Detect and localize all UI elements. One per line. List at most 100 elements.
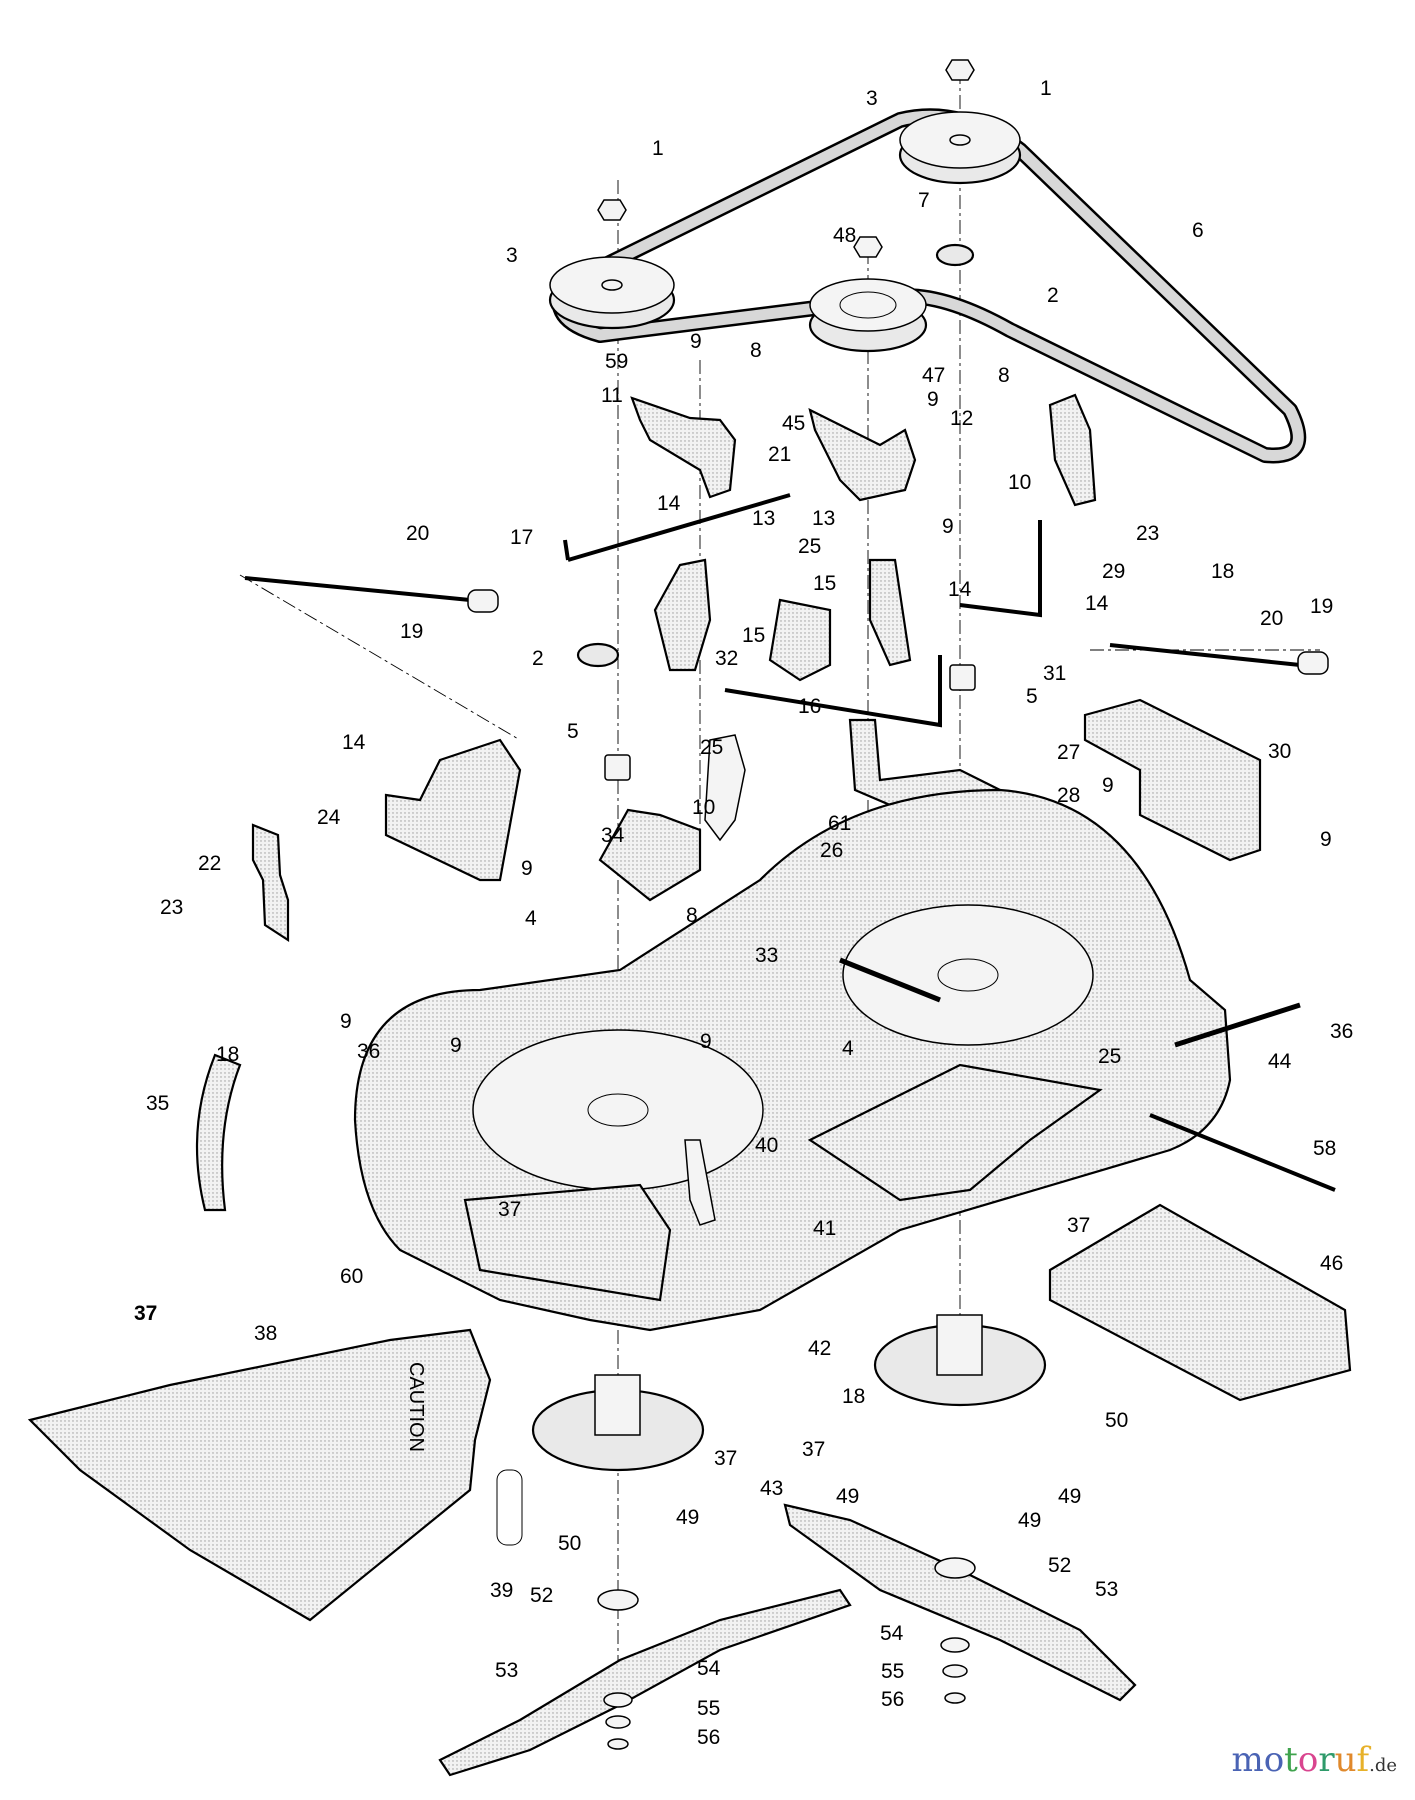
watermark-logo: motoruf.de — [1231, 1740, 1397, 1780]
part-callout-9: 9 — [690, 330, 702, 353]
arm-26 — [704, 734, 746, 842]
part-callout-14: 14 — [657, 492, 681, 515]
part-callout-49: 49 — [836, 1485, 859, 1508]
part-callout-14: 14 — [948, 578, 972, 601]
bracket-24 — [384, 738, 522, 882]
part-callout-18: 18 — [1211, 560, 1234, 583]
bracket-34 — [598, 808, 702, 902]
watermark-letter: f — [1356, 1740, 1370, 1780]
part-callout-47: 47 — [922, 364, 945, 387]
watermark-text: motoruf — [1231, 1740, 1369, 1780]
part-callout-29: 29 — [1102, 560, 1125, 583]
part-callout-37: 37 — [134, 1302, 157, 1325]
part-callout-5: 5 — [1026, 685, 1038, 708]
blade-right-53 — [783, 1503, 1137, 1702]
part-callout-45: 45 — [782, 412, 805, 435]
part-callout-16: 16 — [798, 695, 821, 718]
rod-20-left — [244, 576, 499, 613]
part-callout-4: 4 — [525, 907, 537, 930]
bracket-30 — [1083, 698, 1262, 862]
part-callout-2: 2 — [532, 647, 544, 670]
rod-58 — [1149, 1113, 1336, 1192]
part-callout-9: 9 — [927, 388, 939, 411]
part-callout-10: 10 — [692, 796, 715, 819]
part-callout-13: 13 — [812, 507, 835, 530]
part-callout-8: 8 — [998, 364, 1010, 387]
discharge-chute-38: CAUTION — [27, 1328, 492, 1622]
part-callout-9: 9 — [1320, 828, 1332, 851]
mower-deck-60 — [353, 788, 1232, 1332]
spring-33 — [839, 957, 941, 1003]
part-callout-5: 5 — [567, 720, 579, 743]
part-callout-34: 34 — [601, 824, 625, 847]
part-callout-6: 6 — [1192, 219, 1204, 242]
part-callout-54: 54 — [697, 1657, 721, 1680]
caution-decal-text: CAUTION — [405, 1362, 427, 1452]
part-callout-9: 9 — [340, 1010, 352, 1033]
bracket-12 — [808, 407, 917, 502]
part-callout-11: 11 — [601, 384, 623, 407]
part-callout-27: 27 — [1057, 741, 1080, 764]
part-callout-23: 23 — [160, 896, 183, 919]
part-callout-35: 35 — [146, 1092, 169, 1115]
part-callout-25: 25 — [1098, 1045, 1121, 1068]
rod-20-right — [1109, 643, 1329, 675]
spring-39 — [496, 1469, 523, 1546]
support-46 — [1048, 1203, 1352, 1402]
pulley-left — [548, 256, 676, 330]
hex-nuts — [576, 59, 975, 668]
part-callout-52: 52 — [530, 1584, 553, 1607]
part-callout-49: 49 — [1018, 1509, 1041, 1532]
part-callout-18: 18 — [842, 1385, 865, 1408]
part-callout-4: 4 — [842, 1037, 854, 1060]
part-callout-25: 25 — [700, 736, 723, 759]
spindle-left-50 — [531, 1374, 705, 1472]
blade-left-53 — [438, 1588, 852, 1777]
part-callout-15: 15 — [742, 624, 765, 647]
part-callout-37: 37 — [714, 1447, 737, 1470]
hardware-stack — [597, 1557, 976, 1750]
part-callout-3: 3 — [866, 87, 878, 110]
plate-22 — [251, 823, 290, 943]
bracket-29 — [1048, 393, 1097, 507]
watermark-letter: t — [1284, 1740, 1298, 1780]
part-callout-50: 50 — [558, 1532, 581, 1555]
pulley-right — [898, 111, 1022, 185]
part-callout-55: 55 — [881, 1660, 904, 1683]
part-callout-23: 23 — [1136, 522, 1159, 545]
part-callout-15: 15 — [813, 572, 836, 595]
bracket-11 — [630, 396, 737, 499]
part-callout-18: 18 — [216, 1043, 239, 1066]
part-callout-53: 53 — [495, 1659, 518, 1682]
part-callout-10: 10 — [1008, 471, 1031, 494]
watermark-letter: m — [1231, 1740, 1264, 1780]
part-callout-21: 21 — [768, 443, 791, 466]
rod-17 — [563, 493, 791, 562]
part-callout-53: 53 — [1095, 1578, 1118, 1601]
bracket-15-left — [653, 558, 712, 672]
part-callout-17: 17 — [510, 526, 533, 549]
part-callout-9: 9 — [942, 515, 954, 538]
watermark-letter: r — [1318, 1740, 1335, 1780]
part-callout-40: 40 — [755, 1134, 778, 1157]
bushings-5 — [604, 664, 976, 781]
part-callout-8: 8 — [750, 339, 762, 362]
part-callout-42: 42 — [808, 1337, 831, 1360]
part-callout-48: 48 — [833, 224, 856, 247]
watermark-letter: u — [1334, 1740, 1357, 1780]
part-callout-20: 20 — [1260, 607, 1283, 630]
part-callout-9: 9 — [1102, 774, 1114, 797]
baffle-35 — [195, 1053, 242, 1212]
part-callout-37: 37 — [1067, 1214, 1090, 1237]
part-callout-28: 28 — [1057, 784, 1080, 807]
part-callout-36: 36 — [1330, 1020, 1353, 1043]
part-callout-9: 9 — [700, 1030, 712, 1053]
part-callout-55: 55 — [697, 1697, 720, 1720]
part-callout-41: 41 — [813, 1217, 836, 1240]
bracket-32 — [768, 598, 832, 682]
bracket-15-right — [868, 558, 912, 667]
part-callout-7: 7 — [918, 189, 930, 212]
watermark-letter: o — [1263, 1740, 1285, 1780]
part-callout-14: 14 — [342, 731, 366, 754]
